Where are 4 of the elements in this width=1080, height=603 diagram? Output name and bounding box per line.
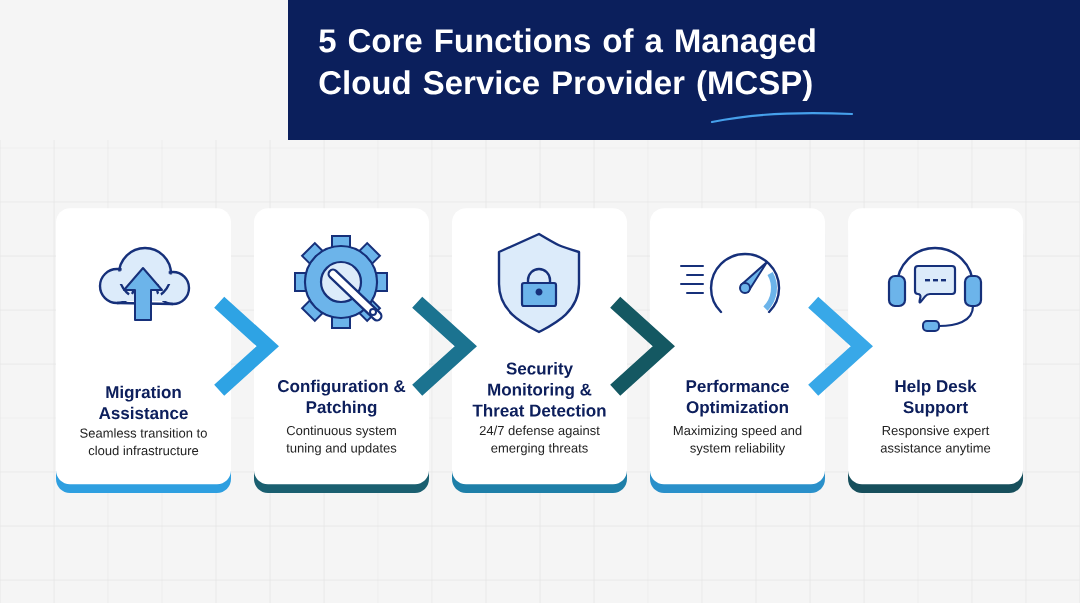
process-card: Help Desk Support Responsive expert assistance anytime <box>848 208 1023 493</box>
title-banner: 5 Core Functions of a Managed Cloud Service Provider (MCSP) <box>288 0 1080 140</box>
process-card: Performance Optimization Maximizing speed and system reliability <box>650 208 825 493</box>
process-card: Migration Assistance Seamless transition to cloud infrastructure <box>56 208 231 493</box>
